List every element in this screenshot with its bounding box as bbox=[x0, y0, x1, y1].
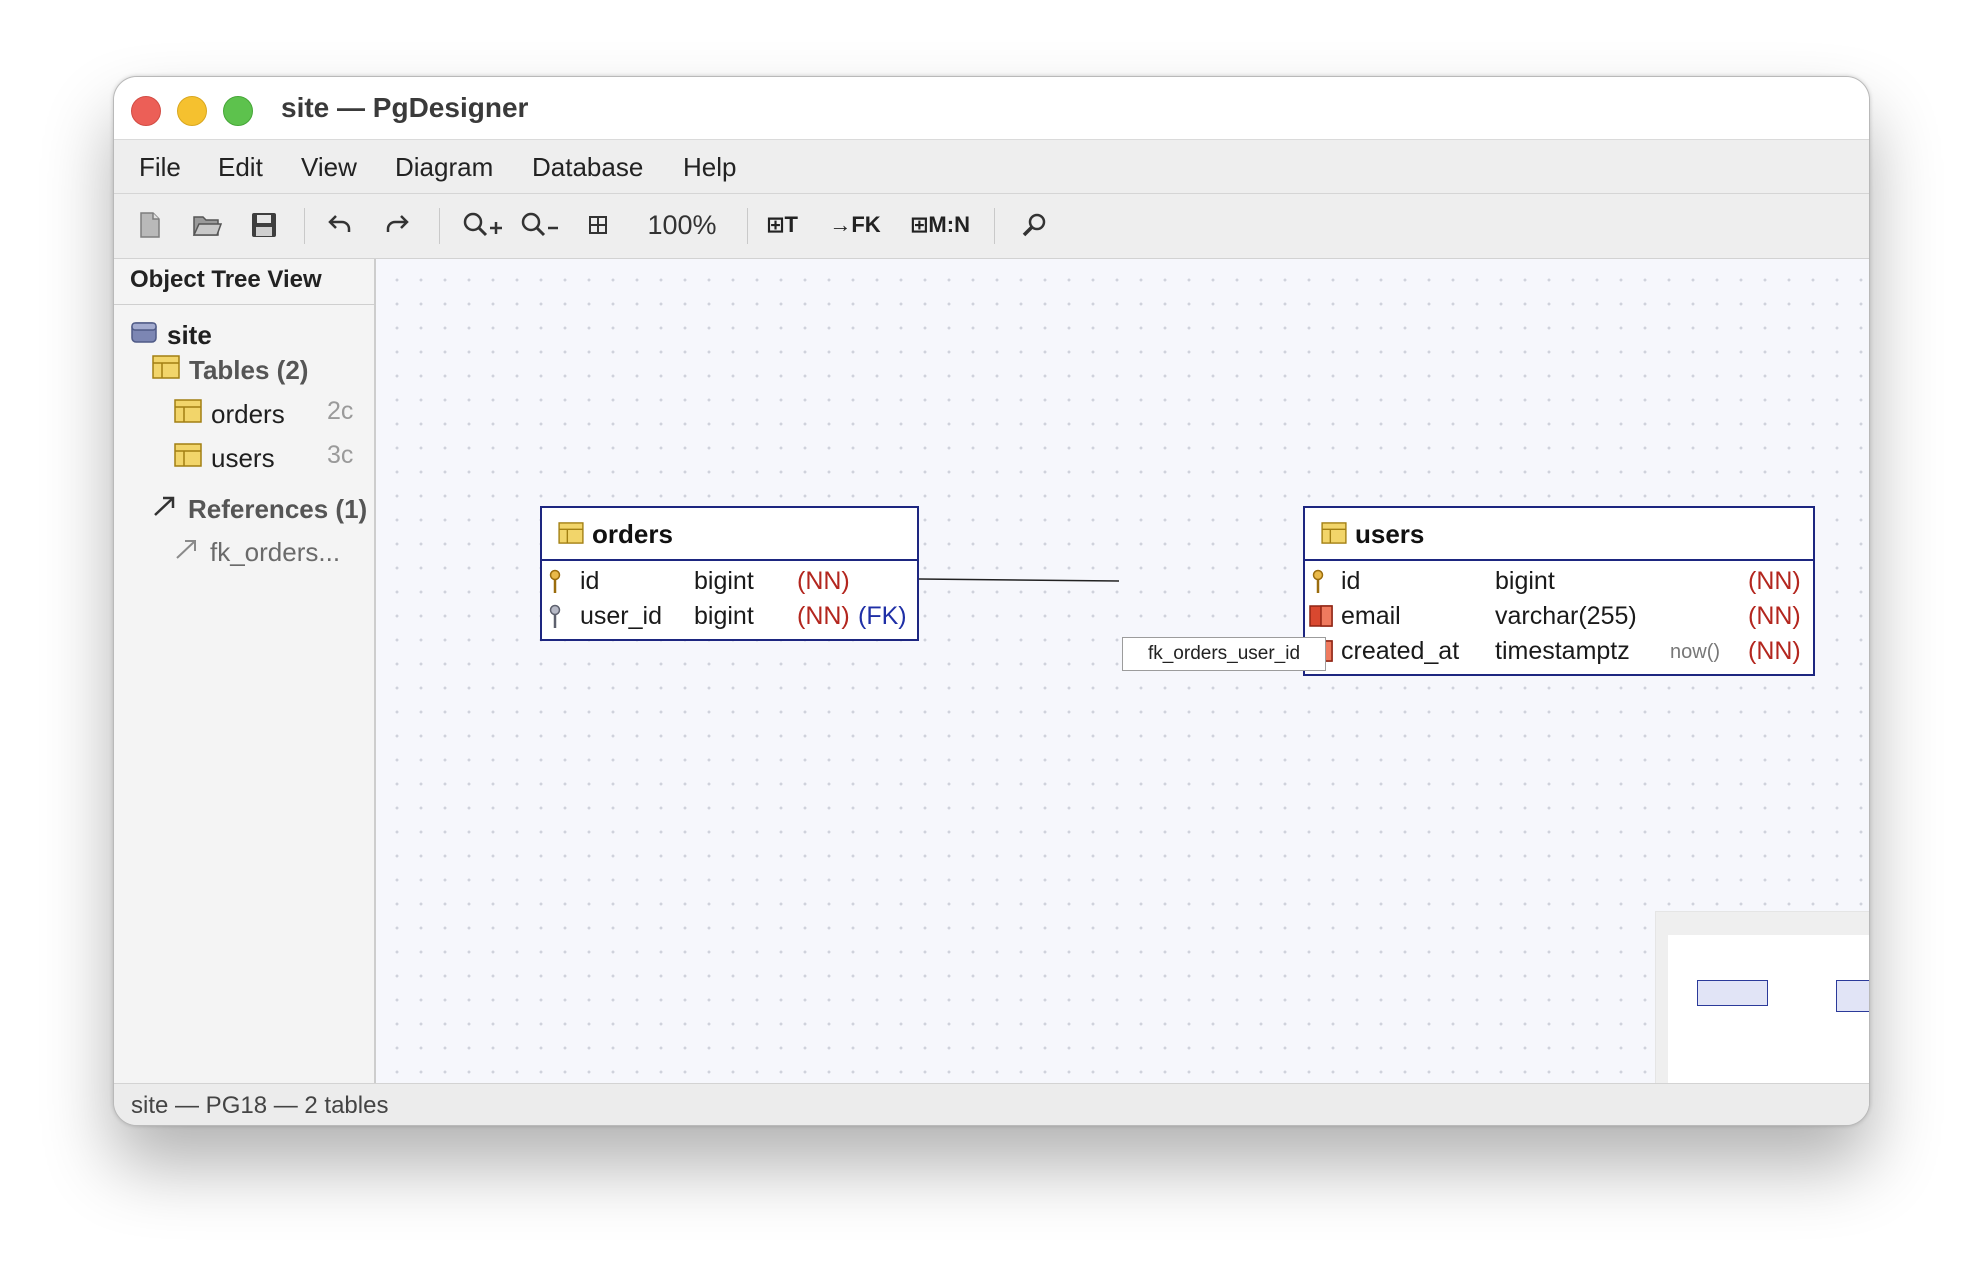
add-foreign-key-button[interactable]: →FK bbox=[829, 212, 881, 237]
menu-file[interactable]: File bbox=[139, 152, 181, 182]
column-name: id bbox=[1341, 567, 1361, 595]
menu-database[interactable]: Database bbox=[532, 152, 644, 182]
primary-key-icon bbox=[1311, 569, 1325, 602]
tree-table-name: users bbox=[211, 442, 275, 473]
column-name: email bbox=[1341, 602, 1401, 630]
er-table-header: orders bbox=[542, 508, 917, 561]
diagram-canvas[interactable]: orders id bigint (NN) user_id bigint (NN… bbox=[376, 259, 1869, 1113]
add-many-to-many-button[interactable]: ⊞M:N bbox=[910, 212, 970, 237]
column-icon bbox=[1309, 605, 1333, 634]
tree-item-references-group[interactable]: References (1) bbox=[152, 491, 367, 527]
er-column-row[interactable]: id bigint (NN) bbox=[1305, 564, 1813, 598]
primary-key-icon bbox=[548, 569, 562, 602]
tree-reference-name: fk_orders... bbox=[210, 536, 341, 567]
er-table-name: orders bbox=[592, 519, 673, 549]
status-text: site — PG18 — 2 tables bbox=[131, 1092, 389, 1119]
close-window-button[interactable] bbox=[131, 96, 161, 126]
tree-item-reference[interactable]: fk_orders... bbox=[174, 534, 340, 570]
tree-item-table-orders[interactable]: orders bbox=[174, 396, 285, 432]
column-name: id bbox=[580, 567, 600, 595]
column-name: created_at bbox=[1341, 637, 1460, 665]
database-name: site bbox=[167, 319, 212, 350]
column-name: user_id bbox=[580, 602, 662, 630]
er-column-row[interactable]: email varchar(255) (NN) bbox=[1305, 599, 1813, 633]
er-column-row[interactable]: created_at timestamptz now() (NN) bbox=[1305, 634, 1813, 668]
tree-table-name: orders bbox=[211, 398, 285, 429]
references-group-label: References (1) bbox=[188, 493, 368, 524]
minimap-viewport bbox=[1668, 935, 1869, 1085]
tables-folder-icon bbox=[152, 354, 180, 386]
status-bar: site — PG18 — 2 tables bbox=[114, 1083, 1869, 1125]
not-null-badge: (NN) bbox=[1748, 567, 1801, 595]
zoom-out-icon[interactable] bbox=[517, 207, 565, 243]
open-folder-icon[interactable] bbox=[188, 207, 226, 243]
column-type: timestamptz bbox=[1495, 637, 1630, 665]
er-table-orders[interactable]: orders id bigint (NN) user_id bigint (NN… bbox=[540, 506, 919, 641]
minimap-table bbox=[1697, 980, 1768, 1006]
tree-item-table-users[interactable]: users bbox=[174, 440, 275, 476]
column-type: bigint bbox=[694, 602, 754, 630]
er-column-row[interactable]: user_id bigint (NN) (FK) bbox=[542, 599, 917, 633]
reference-arrow-icon bbox=[152, 494, 178, 525]
find-icon[interactable] bbox=[1016, 207, 1052, 243]
window-title: site — PgDesigner bbox=[281, 92, 529, 123]
redo-icon[interactable] bbox=[377, 207, 417, 243]
title-bar: site — PgDesigner bbox=[114, 77, 1869, 140]
er-table-name: users bbox=[1355, 519, 1425, 549]
menu-bar: File Edit View Diagram Database Help bbox=[114, 140, 1869, 194]
maximize-window-button[interactable] bbox=[223, 96, 253, 126]
tree-item-tables-group[interactable]: Tables (2) bbox=[152, 352, 308, 388]
new-file-icon[interactable] bbox=[132, 207, 168, 243]
tree-item-database[interactable]: site bbox=[130, 317, 212, 353]
menu-view[interactable]: View bbox=[301, 152, 357, 182]
reference-arrow-icon bbox=[174, 537, 200, 568]
minimap[interactable] bbox=[1655, 911, 1869, 1113]
minimap-table bbox=[1836, 980, 1869, 1012]
not-null-badge: (NN) bbox=[797, 602, 850, 630]
toolbar: 100% ⊞T →FK ⊞M:N bbox=[114, 194, 1869, 259]
not-null-badge: (NN) bbox=[1748, 637, 1801, 665]
menu-edit[interactable]: Edit bbox=[218, 152, 263, 182]
save-icon[interactable] bbox=[245, 207, 283, 243]
minimize-window-button[interactable] bbox=[177, 96, 207, 126]
column-type: varchar(255) bbox=[1495, 602, 1637, 630]
er-table-users[interactable]: users id bigint (NN) email varchar(255) … bbox=[1303, 506, 1815, 676]
column-default: now() bbox=[1670, 641, 1721, 663]
tree-table-column-count: 3c bbox=[327, 441, 354, 469]
zoom-level[interactable]: 100% bbox=[647, 209, 717, 240]
table-icon bbox=[174, 398, 202, 430]
fit-grid-icon[interactable] bbox=[584, 207, 612, 243]
foreign-key-icon bbox=[548, 604, 562, 637]
relation-label[interactable]: fk_orders_user_id bbox=[1122, 637, 1326, 671]
zoom-in-icon[interactable] bbox=[459, 207, 507, 243]
undo-icon[interactable] bbox=[320, 207, 360, 243]
app-window: site — PgDesigner File Edit View Diagram… bbox=[113, 76, 1870, 1126]
er-table-header: users bbox=[1305, 508, 1813, 561]
table-icon bbox=[174, 442, 202, 474]
object-tree-panel: Object Tree View site Tables (2) orders … bbox=[114, 259, 376, 1083]
table-icon bbox=[558, 522, 584, 549]
not-null-badge: (NN) bbox=[797, 567, 850, 595]
column-type: bigint bbox=[694, 567, 754, 595]
tables-group-label: Tables (2) bbox=[189, 354, 309, 385]
object-tree-title: Object Tree View bbox=[130, 266, 322, 293]
tree-table-column-count: 2c bbox=[327, 397, 354, 425]
table-icon bbox=[1321, 522, 1347, 549]
er-column-row[interactable]: id bigint (NN) bbox=[542, 564, 917, 598]
object-tree-header: Object Tree View bbox=[114, 259, 374, 305]
foreign-key-badge: (FK) bbox=[858, 602, 907, 630]
not-null-badge: (NN) bbox=[1748, 602, 1801, 630]
menu-help[interactable]: Help bbox=[683, 152, 737, 182]
column-type: bigint bbox=[1495, 567, 1555, 595]
add-table-button[interactable]: ⊞T bbox=[766, 212, 798, 237]
database-icon bbox=[130, 319, 158, 352]
menu-diagram[interactable]: Diagram bbox=[395, 152, 494, 182]
